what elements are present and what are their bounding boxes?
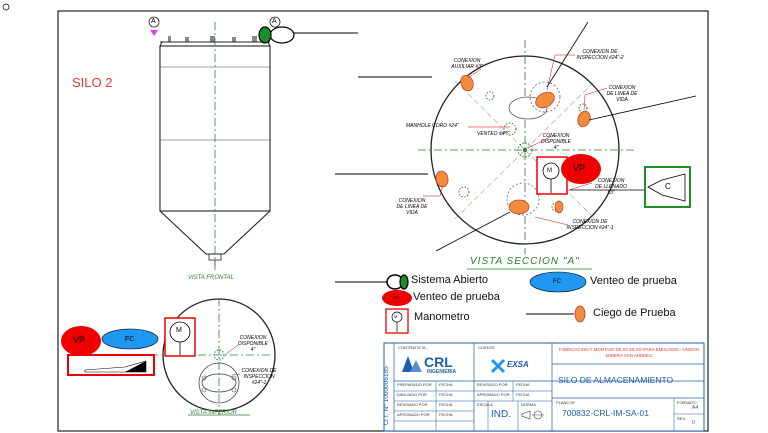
crl-logo-icon xyxy=(402,356,422,372)
tb-row-label-1: PREPARADO POR xyxy=(397,382,432,387)
tb-scale-label: ESCALA xyxy=(477,402,493,407)
tb-scale-value: IND. xyxy=(491,409,511,420)
tb-mid-label-2: APROBADO POR xyxy=(477,392,510,397)
view-bottom-title: VISTA INFERIOR xyxy=(190,410,238,416)
tb-rev-value: 0 xyxy=(692,420,695,426)
fc-badge-legend: FC xyxy=(553,279,561,285)
section-marker-left-label: A xyxy=(151,18,156,25)
legend-vent-fc: Venteo de prueba xyxy=(590,275,677,287)
tb-client: CLIENTE xyxy=(478,345,495,350)
tb-date-4: FECHA xyxy=(439,412,453,417)
tb-plan-label: PLANO Nº xyxy=(556,400,576,405)
label-disp: CONEXION DISPONIBLE 4" xyxy=(540,133,571,151)
tb-row-label-4: APROBADO POR xyxy=(397,412,430,417)
tb-row-label-2: DIBUJADO POR xyxy=(397,392,428,397)
section-marker-right xyxy=(269,16,281,28)
legend-open-system: Sistema Abierto xyxy=(411,274,489,286)
front-view xyxy=(159,22,271,270)
corner-mark-icon xyxy=(2,3,10,11)
manometer-icon xyxy=(536,156,568,195)
m-badge-legend: M xyxy=(394,314,398,319)
m-badge-section: M xyxy=(547,168,552,174)
fc-badge-bottom: FC xyxy=(125,336,135,343)
label-bottom-disp: CONEXION DISPONIBLE 4" xyxy=(237,335,268,353)
label-vent: VENTEO #4" xyxy=(477,131,507,137)
tb-date-6: FECHA xyxy=(516,392,530,397)
label-aux: CONEXION AUXILIAR #3" xyxy=(451,58,483,70)
label-insp2: CONEXION DE INSPECCION #24"-2 xyxy=(576,49,624,61)
title-block xyxy=(383,342,705,432)
vent-test-vp-icon xyxy=(561,154,601,184)
legend-vent-red-icon xyxy=(382,290,412,306)
tb-format-value: A4 xyxy=(692,405,699,411)
manometer-bottom-icon xyxy=(164,317,196,357)
section-marker-right-label: A xyxy=(272,18,277,25)
tb-company-main: CRL xyxy=(424,354,453,370)
tb-date-2: FECHA xyxy=(439,392,453,397)
tb-rev-label: REV. xyxy=(677,416,686,421)
blind-test-bottom-icon xyxy=(67,354,155,376)
ot-number: O.T. Nº 1000006185 xyxy=(383,366,390,425)
vp-badge-section: VP xyxy=(573,163,586,173)
label-vida-left: CONEXION DE LINEA DE VIDA xyxy=(396,198,428,216)
legend-fc-icon xyxy=(529,271,587,293)
silo-label: SILO 2 xyxy=(72,75,113,90)
legend-manometer: Manometro xyxy=(414,311,470,323)
tb-date-5: FECHA xyxy=(516,382,530,387)
tb-mid-label-1: REVISADO POR xyxy=(477,382,508,387)
tb-row-label-3: REVISADO POR xyxy=(397,402,428,407)
sheet-border xyxy=(57,10,709,432)
label-manhole: MANHOLE CORO #24" xyxy=(406,123,459,129)
legend-open-system-icon xyxy=(335,274,409,290)
tb-date-1: FECHA xyxy=(439,382,453,387)
label-llenado: CONEXION DE LLENADO #3" xyxy=(595,178,627,196)
view-section-title: VISTA SECCION "A" xyxy=(470,256,580,267)
label-bottom-insp: CONEXION DE INSPECCION #24"-1 xyxy=(241,368,277,386)
open-system-icon xyxy=(258,26,295,44)
c-badge: C xyxy=(665,182,671,191)
tb-client-name: EXSA xyxy=(507,360,529,369)
vp-badge-legend: VP xyxy=(393,295,399,300)
projection-symbol-icon xyxy=(521,410,544,420)
tb-norm-label: NORMA xyxy=(521,402,536,407)
vent-test-fc-bottom-icon xyxy=(101,328,159,350)
exsa-logo-icon xyxy=(490,358,506,374)
tb-contractor: CONTRATISTA xyxy=(398,345,426,350)
tb-project: FABRICACION Y MONTAJE DE 03 SILOS PARA E… xyxy=(558,347,700,358)
blind-test-box-icon xyxy=(644,166,691,208)
section-marker-left xyxy=(148,16,160,36)
label-vida-top: CONEXION DE LINEA DE VIDA xyxy=(606,85,638,103)
legend-blind: Ciego de Prueba xyxy=(593,307,676,319)
tb-company-sub: INGENIERIA xyxy=(427,369,457,375)
tb-plan-number: 700832-CRL-IM-SA-01 xyxy=(562,408,649,418)
tb-date-3: FECHA xyxy=(439,402,453,407)
legend-manometer-icon xyxy=(385,308,409,334)
vent-test-vp-bottom-icon xyxy=(61,326,101,356)
label-insp1: CONEXION DE INSPECCION #24"-1 xyxy=(566,219,614,231)
tb-format-label: FORMATO xyxy=(677,400,697,405)
m-badge-bottom: M xyxy=(176,327,182,334)
legend-vent-red: Venteo de prueba xyxy=(413,291,500,303)
vp-badge-bottom: VP xyxy=(73,335,86,345)
tb-drawing-title: SILO DE ALMACENAMIENTO xyxy=(558,375,674,385)
view-front-title: VISTA FRONTAL xyxy=(188,275,234,281)
section-view xyxy=(418,21,697,270)
legend-blind-icon xyxy=(526,305,586,323)
